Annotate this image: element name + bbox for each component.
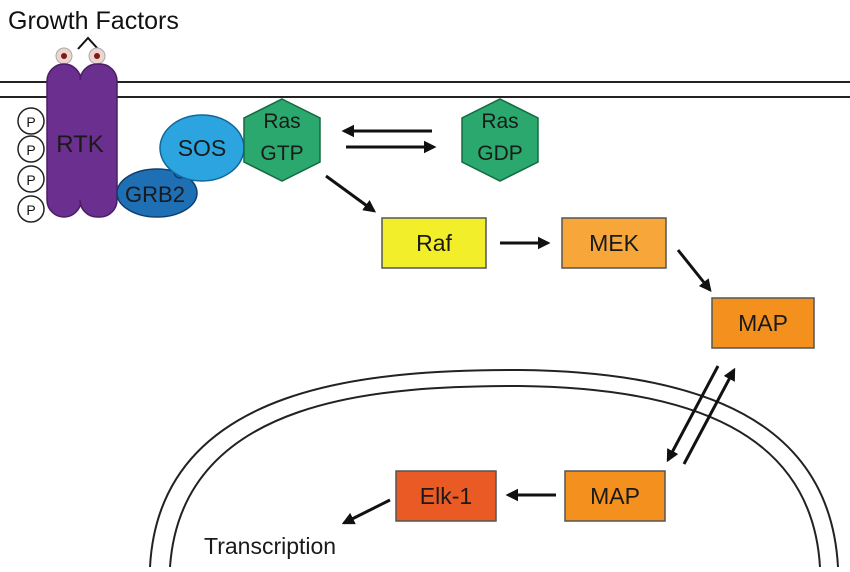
ras-gdp-node: Ras GDP	[461, 98, 539, 182]
ras-gtp-node: Ras GTP	[243, 98, 321, 182]
phosphate-4: P	[17, 195, 45, 223]
map-nucleus-node: MAP	[564, 470, 666, 522]
growth-factor-ligand-left	[55, 47, 73, 65]
svg-text:P: P	[26, 172, 35, 188]
mek-node: MEK	[561, 217, 667, 269]
svg-text:GTP: GTP	[260, 142, 303, 165]
sos-label: SOS	[178, 135, 227, 161]
svg-text:MAP: MAP	[590, 483, 640, 509]
phosphate-3: P	[17, 165, 45, 193]
svg-text:MEK: MEK	[589, 230, 640, 256]
nuclear-envelope	[149, 368, 839, 568]
growth-factors-label: Growth Factors	[8, 7, 179, 35]
growth-factor-ligand-right	[88, 47, 106, 65]
arrow-mek-to-map	[676, 249, 712, 292]
svg-text:Ras: Ras	[481, 110, 518, 133]
rtk-label: RTK	[56, 131, 104, 158]
arrow-elk1-to-transcription	[341, 498, 391, 525]
svg-text:Raf: Raf	[416, 230, 452, 256]
ras-equilibrium-arrows	[341, 124, 437, 154]
svg-text:P: P	[26, 114, 35, 130]
phosphate-1: P	[17, 107, 45, 135]
transcription-label: Transcription	[204, 533, 336, 559]
rtk-receptor	[46, 63, 118, 218]
svg-text:P: P	[26, 142, 35, 158]
elk1-node: Elk-1	[395, 470, 497, 522]
map-translocation-arrows	[666, 365, 736, 465]
svg-text:Ras: Ras	[263, 110, 300, 133]
svg-text:Elk-1: Elk-1	[420, 483, 472, 509]
svg-text:MAP: MAP	[738, 310, 788, 336]
raf-node: Raf	[381, 217, 487, 269]
map-cytoplasm-node: MAP	[711, 297, 815, 349]
svg-text:GDP: GDP	[477, 142, 523, 165]
plasma-membrane	[0, 81, 850, 98]
growth-factor-bracket	[77, 36, 99, 50]
phosphate-2: P	[17, 135, 45, 163]
svg-text:P: P	[26, 202, 35, 218]
arrow-ras-to-raf	[325, 174, 377, 213]
phosphate-groups: P P P P	[17, 107, 45, 223]
grb2-label: GRB2	[125, 182, 185, 207]
